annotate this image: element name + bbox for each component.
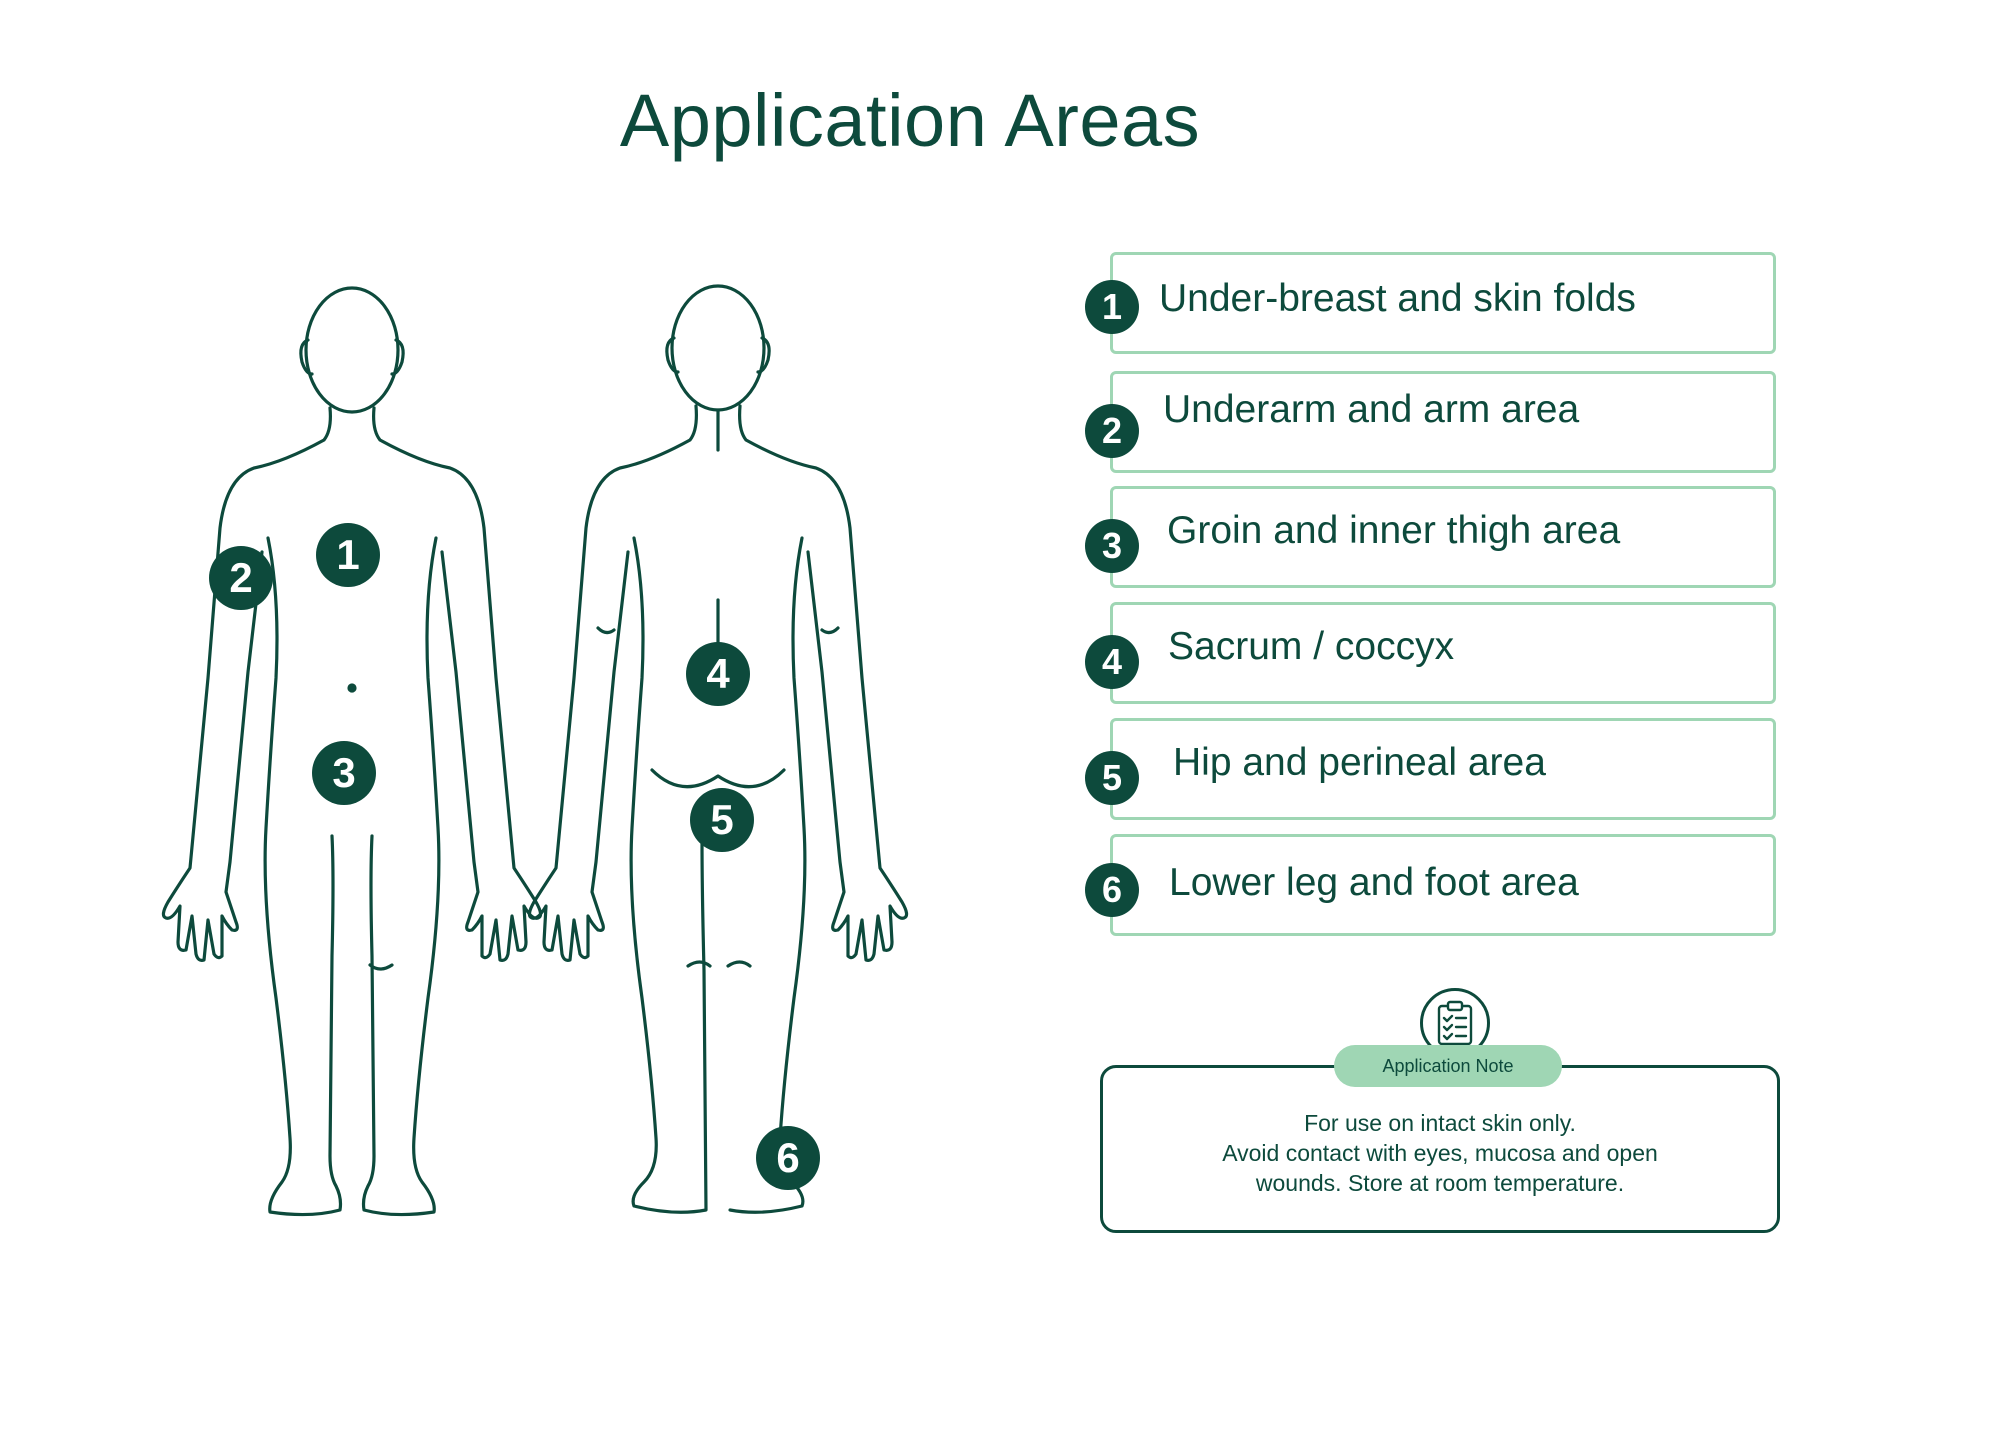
legend-item-4: 4 Sacrum / coccyx <box>1085 602 1776 704</box>
note-line: For use on intact skin only. <box>1304 1110 1576 1136</box>
legend-item-label: Underarm and arm area <box>1163 388 1580 431</box>
legend-number-badge: 3 <box>1085 519 1139 573</box>
back-body-figure <box>527 284 909 1214</box>
body-figures: 1 2 3 4 5 6 <box>160 260 920 1260</box>
legend-item-5: 5 Hip and perineal area <box>1085 718 1776 820</box>
legend-number-badge: 6 <box>1085 863 1139 917</box>
legend-item-label: Groin and inner thigh area <box>1167 509 1621 552</box>
body-marker-1: 1 <box>316 523 380 587</box>
note-line: Avoid contact with eyes, mucosa and open <box>1222 1140 1658 1166</box>
legend-item-label: Under-breast and skin folds <box>1159 277 1636 320</box>
page-title: Application Areas <box>619 79 1201 162</box>
legend-item-3: 3 Groin and inner thigh area <box>1085 486 1776 588</box>
legend-number-badge: 4 <box>1085 635 1139 689</box>
body-marker-3: 3 <box>312 741 376 805</box>
legend-item-6: 6 Lower leg and foot area <box>1085 834 1776 936</box>
legend-number-badge: 2 <box>1085 404 1139 458</box>
legend-item-label: Hip and perineal area <box>1173 741 1546 784</box>
legend-item-label: Sacrum / coccyx <box>1168 625 1455 668</box>
legend-number-badge: 1 <box>1085 280 1139 334</box>
body-marker-4: 4 <box>686 642 750 706</box>
body-marker-5: 5 <box>690 788 754 852</box>
body-outline-diagram <box>161 284 909 1217</box>
body-marker-6: 6 <box>756 1126 820 1190</box>
legend-item-label: Lower leg and foot area <box>1169 861 1579 904</box>
legend-number-badge: 5 <box>1085 751 1139 805</box>
application-note-text: For use on intact skin only. Avoid conta… <box>1103 1108 1777 1198</box>
legend-item-2: 2 Underarm and arm area <box>1085 371 1776 473</box>
note-line: wounds. Store at room temperature. <box>1255 1170 1625 1196</box>
body-marker-2: 2 <box>209 546 273 610</box>
legend-item-1: 1 Under-breast and skin folds <box>1085 252 1776 354</box>
application-note-heading: Application Note <box>1334 1045 1562 1087</box>
front-body-figure <box>161 286 543 1217</box>
